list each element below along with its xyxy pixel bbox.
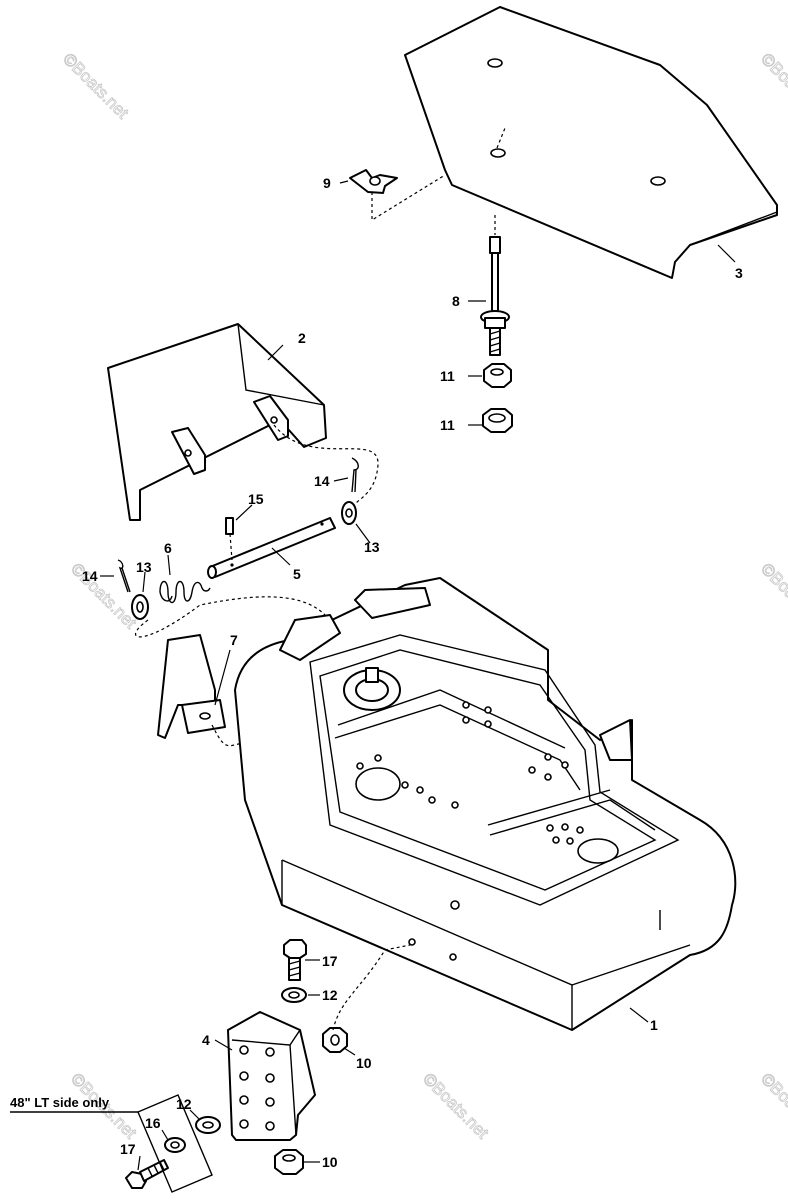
spacer-plate-box — [10, 1094, 213, 1193]
callout-11: 11 — [440, 417, 455, 433]
mounting-block — [227, 1011, 316, 1141]
bolt-lower — [125, 1159, 169, 1189]
callout-11: 11 — [440, 368, 455, 384]
flat-washer-upper — [281, 987, 307, 1003]
callout-10: 10 — [322, 1154, 338, 1170]
callout-12: 12 — [322, 987, 338, 1003]
callout-5: 5 — [293, 566, 301, 582]
callout-7: 7 — [230, 632, 238, 648]
callout-4: 4 — [202, 1032, 210, 1048]
spring — [159, 580, 211, 604]
deck-bolt-holes — [356, 701, 584, 961]
cotter-pin-right — [351, 457, 359, 493]
roll-pin — [225, 517, 234, 561]
hex-nut-lower — [482, 408, 513, 433]
washer-right — [341, 501, 357, 525]
cotter-pin-left — [117, 559, 131, 593]
leader-lines — [100, 180, 736, 1171]
callout-17: 17 — [322, 953, 338, 969]
callout-13: 13 — [136, 559, 152, 575]
callout-15: 15 — [248, 491, 264, 507]
watermark: ©Boats.net — [59, 49, 132, 122]
flat-washer-lower — [195, 1116, 221, 1134]
callout-6: 6 — [164, 540, 172, 556]
callouts: 1 2 3 4 5 6 7 8 9 10 10 11 11 12 12 13 1… — [82, 175, 743, 1170]
mower-deck — [234, 577, 737, 1031]
callout-1: 1 — [650, 1017, 658, 1033]
lock-nut-lower — [274, 1149, 304, 1175]
callout-2: 2 — [298, 330, 306, 346]
side-note: 48" LT side only — [10, 1095, 110, 1110]
hex-nut-upper — [483, 363, 512, 388]
watermark: ©Boats.net — [419, 1069, 492, 1142]
bolt-upper — [283, 939, 307, 981]
watermark: ©Boats.net — [757, 1069, 788, 1142]
dashed-path — [135, 596, 326, 638]
stud — [480, 215, 510, 356]
callout-14: 14 — [314, 473, 330, 489]
callout-14: 14 — [82, 568, 98, 584]
callout-8: 8 — [452, 293, 460, 309]
guard — [107, 323, 379, 521]
bracket — [157, 634, 274, 747]
watermark: ©Boats.net — [757, 49, 788, 122]
callout-13: 13 — [364, 539, 380, 555]
callout-16: 16 — [145, 1115, 161, 1131]
callout-9: 9 — [323, 175, 331, 191]
lock-nut-upper — [322, 944, 411, 1053]
watermark: ©Boats.net — [67, 559, 140, 632]
watermark: ©Boats.net — [757, 559, 788, 632]
callout-17: 17 — [120, 1141, 136, 1157]
callout-10: 10 — [356, 1055, 372, 1071]
callout-3: 3 — [735, 265, 743, 281]
cover-plate — [404, 6, 778, 279]
washer-left — [131, 594, 149, 620]
callout-12: 12 — [176, 1096, 192, 1112]
pivot-rod — [207, 517, 336, 579]
wing-nut — [349, 127, 506, 222]
